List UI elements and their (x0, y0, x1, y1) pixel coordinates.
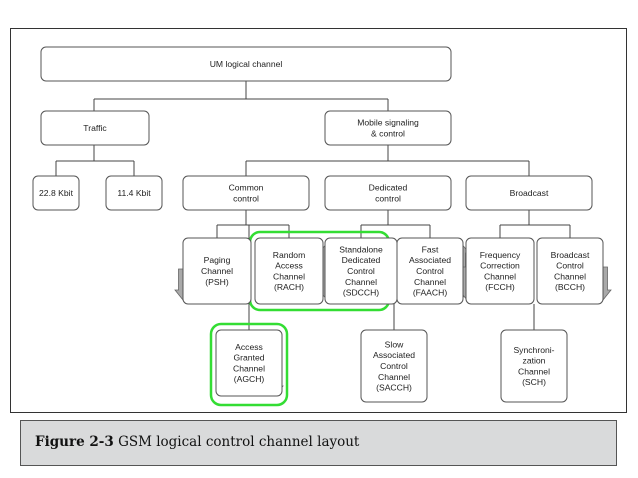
box-label-line: (PSH) (205, 277, 229, 287)
box-label-line: Mobile signaling (357, 118, 419, 128)
box-label-line: Frequency (480, 250, 521, 260)
box-outline (182, 175, 310, 211)
box-outline (465, 175, 593, 211)
box-broadcast: Broadcast (465, 175, 593, 211)
box-outline (32, 175, 80, 211)
box-outline (465, 237, 535, 305)
box-mobile_signaling: Mobile signaling& control (324, 110, 452, 146)
box-label-line: 22.8 Kbit (39, 188, 74, 198)
box-outline (182, 237, 252, 305)
box-label-line: (RACH) (274, 282, 304, 292)
box-outline (536, 237, 604, 305)
caption-text: Figure 2-3 GSM logical control channel l… (35, 434, 359, 450)
box-label-line: Channel (518, 366, 550, 376)
box-outline (324, 175, 452, 211)
box-label-line: Random (273, 250, 305, 260)
box-label-line: Fast (422, 244, 439, 254)
caption-label: Figure 2-3 (35, 434, 114, 450)
box-label-line: Slow (385, 339, 404, 349)
box-label-line: control (233, 193, 259, 203)
box-outline (40, 110, 150, 146)
box-outline (40, 46, 452, 82)
highlight-agch (209, 322, 289, 407)
box-label-line: UM logical channel (210, 59, 283, 69)
box-outline (360, 329, 428, 403)
box-label-line: Access (235, 342, 263, 352)
box-outline (215, 329, 283, 397)
caption-description: GSM logical control channel layout (118, 434, 360, 450)
box-outline (324, 110, 452, 146)
box-label-line: (AGCH) (234, 374, 265, 384)
box-label-line: Channel (201, 266, 233, 276)
box-label-line: Broadcast (510, 188, 549, 198)
box-label-line: Channel (554, 271, 586, 281)
box-label-line: zation (523, 356, 546, 366)
box-label-line: (SCH) (522, 377, 546, 387)
box-label-line: (FAACH) (413, 288, 448, 298)
box-outline (500, 329, 568, 403)
box-label-line: Standalone (339, 244, 383, 254)
box-outline (254, 237, 324, 305)
box-kbit_11: 11.4 Kbit (105, 175, 163, 211)
box-label-line: control (375, 193, 401, 203)
figure-caption: Figure 2-3 GSM logical control channel l… (20, 420, 617, 466)
box-outline (396, 237, 464, 305)
box-label-line: Dedicated (342, 255, 381, 265)
box-label-line: Channel (484, 271, 516, 281)
box-label-line: Control (380, 361, 408, 371)
box-label-line: & control (371, 128, 405, 138)
box-label-line: Correction (480, 261, 520, 271)
box-label-line: Channel (378, 372, 410, 382)
box-label-line: Channel (273, 271, 305, 281)
box-label-line: Access (275, 261, 303, 271)
box-um: UM logical channel (40, 46, 452, 82)
box-label-line: (FCCH) (485, 282, 515, 292)
box-label-line: (SDCCH) (343, 288, 379, 298)
box-label-line: Associated (409, 255, 451, 265)
box-label-line: Channel (233, 363, 265, 373)
box-label-line: Channel (414, 277, 446, 287)
box-label-line: Channel (345, 277, 377, 287)
box-label-line: Dedicated (369, 183, 408, 193)
box-label-line: Synchroni- (513, 345, 554, 355)
box-label-line: 11.4 Kbit (117, 188, 151, 198)
box-label-line: (SACCH) (376, 383, 412, 393)
box-label-line: Associated (373, 350, 415, 360)
box-label-line: Control (556, 261, 584, 271)
box-label-line: Common (229, 183, 264, 193)
box-label-line: Control (347, 266, 375, 276)
box-label-line: Granted (233, 353, 264, 363)
box-label-line: Broadcast (551, 250, 590, 260)
box-label-line: Traffic (83, 123, 107, 133)
box-label-line: Paging (204, 255, 231, 265)
box-traffic: Traffic (40, 110, 150, 146)
box-outline (105, 175, 163, 211)
box-label-line: (BCCH) (555, 282, 585, 292)
box-label-line: Control (416, 266, 444, 276)
box-kbit_22: 22.8 Kbit (32, 175, 80, 211)
